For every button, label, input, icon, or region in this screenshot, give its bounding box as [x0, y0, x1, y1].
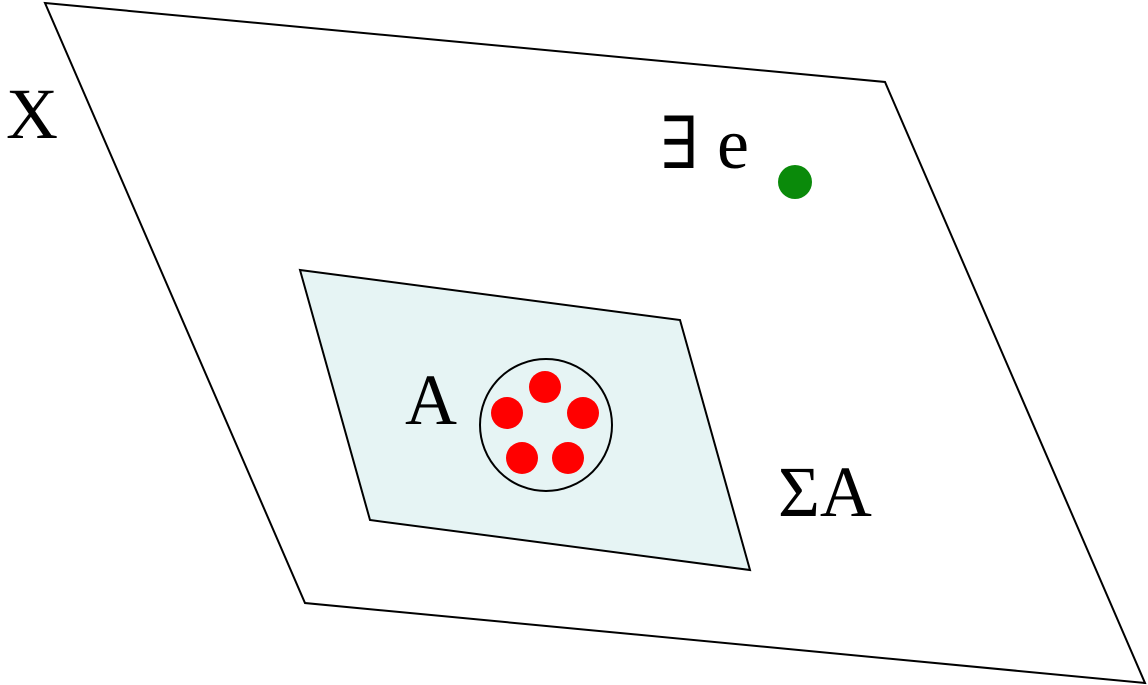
- set-a-label: A: [405, 360, 457, 440]
- set-a-point: [529, 371, 561, 403]
- set-a-point: [491, 397, 523, 429]
- exists-e-label: ∃ e: [660, 104, 749, 184]
- space-x-label: X: [6, 74, 58, 154]
- set-a-point: [506, 442, 538, 474]
- set-a-point: [552, 442, 584, 474]
- set-a-point: [567, 397, 599, 429]
- point-e: [778, 165, 812, 199]
- sigma-a-label: ΣA: [778, 452, 872, 532]
